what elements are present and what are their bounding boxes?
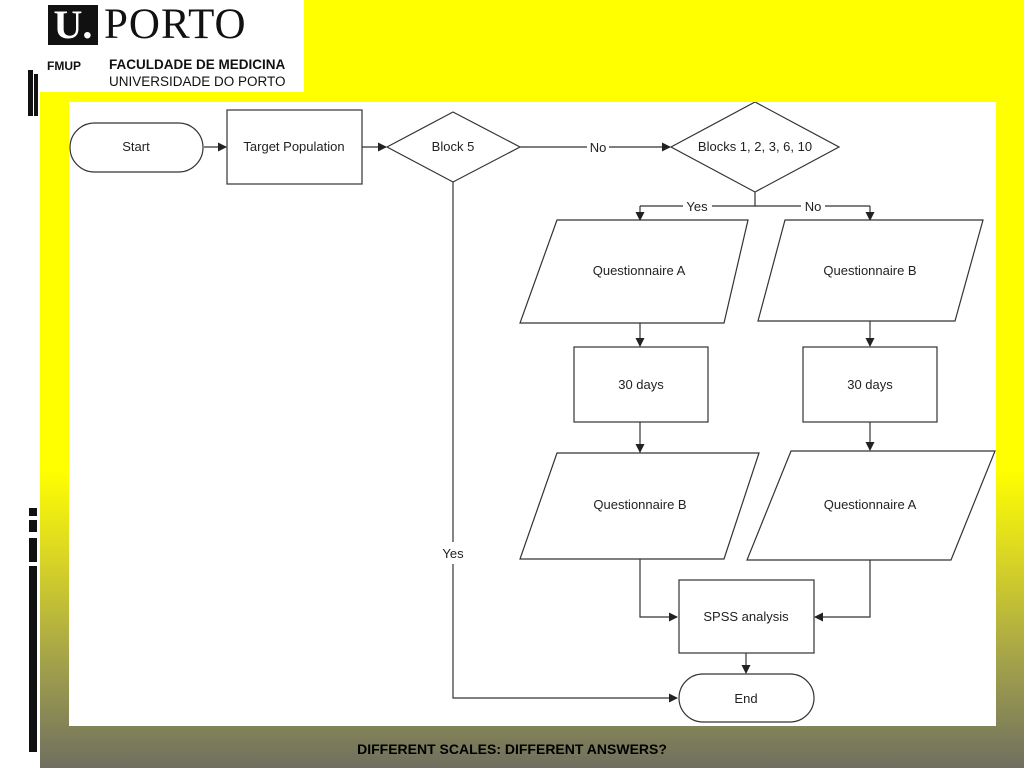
- connector-qa-to-spss: [814, 560, 871, 622]
- flowchart-panel: No Yes No Yes Start Target Population Bl…: [69, 102, 996, 726]
- logo-fmup-text: FMUP: [47, 59, 81, 73]
- days-right-label: 30 days: [847, 377, 893, 392]
- spss-analysis-label: SPSS analysis: [703, 609, 789, 624]
- questionnaire-b-left-box: [519, 452, 760, 560]
- decorative-bar: [29, 508, 37, 516]
- end-label: End: [734, 691, 757, 706]
- decorative-bar: [29, 520, 37, 532]
- edge-label-blocks-yes: Yes: [686, 199, 708, 214]
- start-terminator: [69, 122, 204, 173]
- logo-university-text: UNIVERSIDADE DO PORTO: [109, 74, 286, 89]
- logo-faculty-text: FACULDADE DE MEDICINA: [109, 57, 286, 72]
- questionnaire-a-left-label: Questionnaire A: [593, 263, 686, 278]
- block5-label: Block 5: [432, 139, 475, 154]
- days-left-box: [573, 346, 709, 423]
- university-logo: U. PORTO FMUP FACULDADE DE MEDICINA UNIV…: [40, 0, 304, 92]
- target-population-label: Target Population: [243, 139, 344, 154]
- connector-block5-yes: [452, 564, 678, 703]
- logo-u-mark: U.: [48, 5, 98, 45]
- target-population-box: [226, 109, 363, 185]
- decorative-bar: [29, 566, 37, 752]
- blocks-decision: [669, 102, 841, 193]
- left-margin-strip: [0, 0, 40, 768]
- blocks-decision-label: Blocks 1, 2, 3, 6, 10: [698, 139, 812, 154]
- questionnaire-b-right-label: Questionnaire B: [823, 263, 916, 278]
- connector-blocks-split: [712, 192, 756, 207]
- questionnaire-b-right-box: [757, 219, 984, 322]
- flowchart: No Yes No Yes Start Target Population Bl…: [69, 102, 996, 723]
- questionnaire-a-right-box: [746, 450, 996, 561]
- days-left-label: 30 days: [618, 377, 664, 392]
- questionnaire-a-right-label: Questionnaire A: [824, 497, 917, 512]
- logo-porto-text: PORTO: [104, 1, 247, 48]
- questionnaire-b-left-label: Questionnaire B: [593, 497, 686, 512]
- edge-label-block5-no: No: [590, 140, 607, 155]
- end-terminator: [678, 673, 815, 723]
- edge-label-blocks-no: No: [805, 199, 822, 214]
- edge-label-block5-yes: Yes: [442, 546, 464, 561]
- decorative-bar: [28, 70, 33, 116]
- slide-footer-title: DIFFERENT SCALES: DIFFERENT ANSWERS?: [357, 741, 667, 757]
- decorative-bar: [29, 538, 37, 562]
- block5-decision: [385, 111, 522, 183]
- start-label: Start: [122, 139, 150, 154]
- questionnaire-a-left-box: [519, 219, 749, 324]
- days-right-box: [802, 346, 938, 423]
- connector-qb-to-spss: [639, 559, 678, 622]
- spss-analysis-box: [678, 579, 815, 654]
- decorative-bar: [34, 74, 38, 116]
